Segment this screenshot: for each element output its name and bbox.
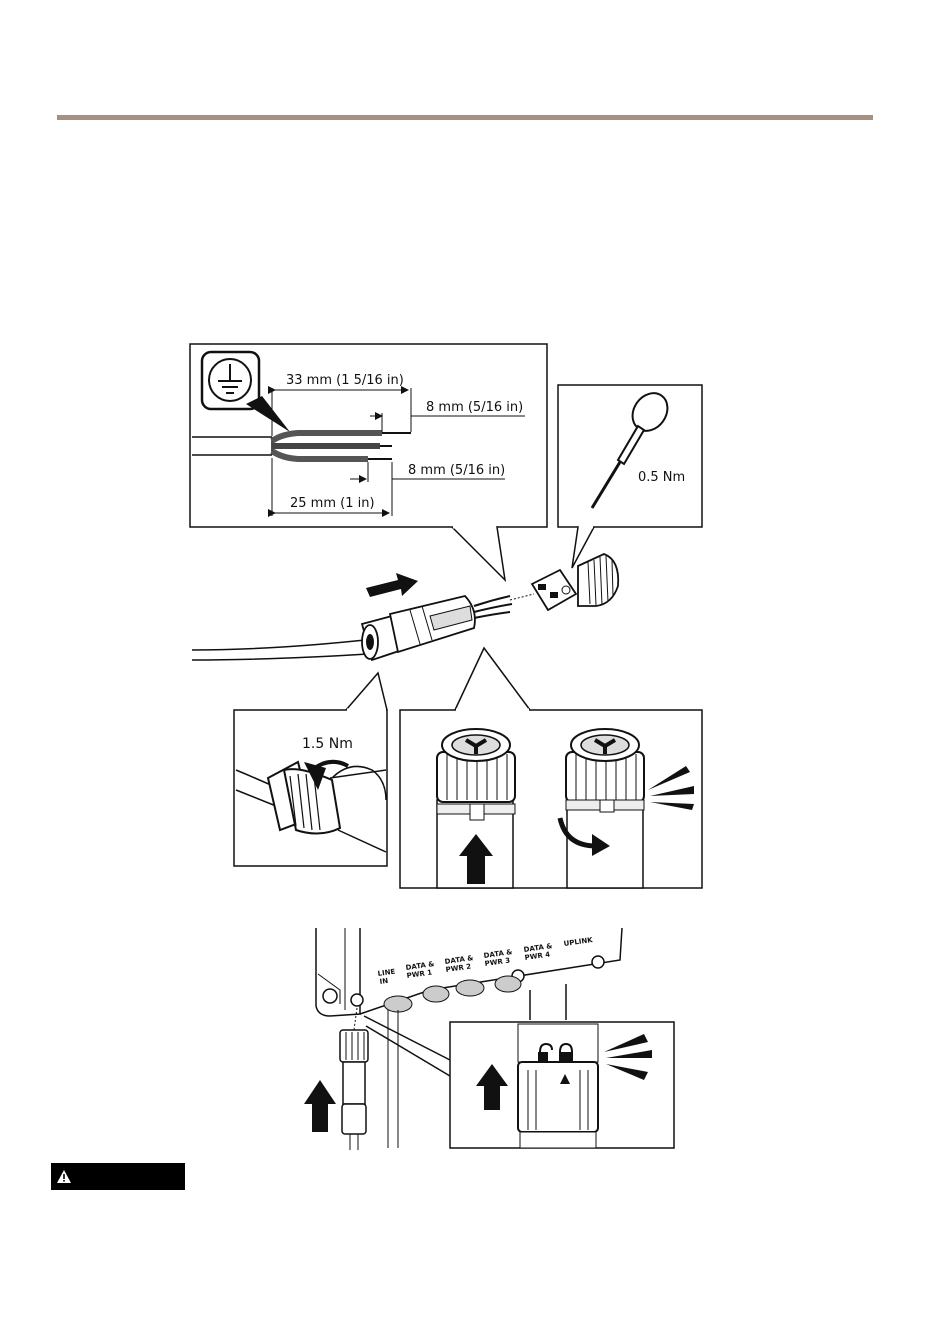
wire-strip-panel: 33 mm (1 5/16 in) 8 mm (5/16 in) 8 mm (5…: [190, 344, 547, 580]
port-label-line1: UPLINK: [563, 936, 594, 948]
dim-strip-top-label: 8 mm (5/16 in): [426, 400, 523, 415]
warning-badge: [51, 1163, 185, 1190]
cable-assembly: [192, 554, 618, 710]
dim-strip-bottom-label: 8 mm (5/16 in): [408, 463, 505, 478]
lock-panel: [400, 710, 702, 888]
port-label-line2: IN: [379, 977, 389, 986]
dim-jacket-label: 25 mm (1 in): [290, 496, 375, 511]
warning-triangle-icon: [57, 1170, 71, 1183]
dim-outer-label: 33 mm (1 5/16 in): [286, 373, 404, 388]
lock-ring-panel: [450, 1022, 674, 1148]
screwdriver-panel: 0.5 Nm: [558, 385, 702, 568]
screw-torque-label: 0.5 Nm: [638, 470, 685, 485]
nut-tighten-panel: 1.5 Nm: [234, 710, 387, 866]
push-up-arrow-icon: [304, 1080, 336, 1132]
nut-torque-label: 1.5 Nm: [302, 736, 353, 752]
push-arrow-icon: [366, 573, 418, 597]
